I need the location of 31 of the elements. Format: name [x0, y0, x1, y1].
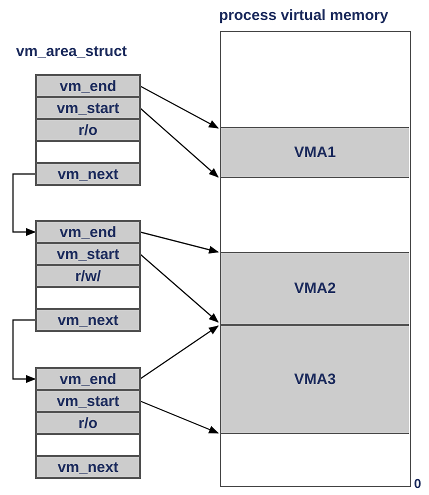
arrow: [140, 254, 219, 323]
arrow: [12, 319, 36, 383]
struct-field: vm_end: [36, 75, 140, 97]
heading: process virtual memory: [219, 7, 388, 24]
heading: vm_area_struct: [16, 43, 127, 60]
memory-region: VMA3: [221, 325, 409, 434]
arrow: [12, 173, 36, 236]
struct-field: r/o: [36, 119, 140, 141]
arrow: [140, 108, 219, 178]
struct-field: vm_start: [36, 97, 140, 119]
arrow: [140, 400, 219, 434]
empty-field: [36, 287, 140, 309]
struct-field: vm_next: [36, 163, 140, 185]
address-label: 0: [414, 476, 422, 491]
arrow: [140, 325, 219, 380]
struct-field: r/o: [36, 412, 140, 434]
memory-region: VMA2: [221, 252, 409, 325]
memory-region: VMA1: [221, 127, 409, 178]
struct-field: vm_next: [36, 456, 140, 478]
struct-field: vm_start: [36, 243, 140, 265]
arrow: [140, 231, 219, 254]
struct-field: r/w/: [36, 265, 140, 287]
arrow: [140, 85, 219, 129]
struct-field: vm_end: [36, 368, 140, 390]
empty-field: [36, 141, 140, 163]
struct-record: [36, 221, 140, 331]
empty-field: [36, 434, 140, 456]
struct-field: vm_next: [36, 309, 140, 331]
struct-field: vm_end: [36, 221, 140, 243]
struct-field: vm_start: [36, 390, 140, 412]
struct-record: [36, 368, 140, 478]
